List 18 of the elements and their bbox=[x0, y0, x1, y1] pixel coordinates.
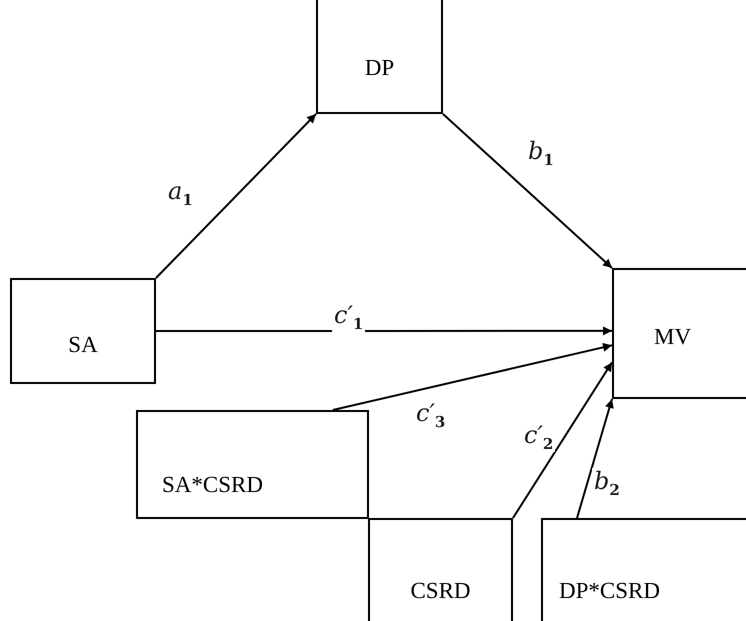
variable-name: MV bbox=[654, 324, 692, 350]
arrow bbox=[332, 342, 612, 411]
arrow bbox=[576, 398, 614, 518]
variable-box bbox=[316, 0, 443, 114]
variable-box bbox=[541, 518, 746, 621]
variable-name: SA*CSRD bbox=[162, 472, 263, 498]
variable-name: DP*CSRD bbox=[559, 578, 660, 604]
arrow bbox=[155, 113, 317, 279]
variable-name: SA bbox=[68, 332, 98, 358]
variable-box bbox=[612, 268, 746, 399]
variable-name: CSRD bbox=[410, 578, 471, 604]
arrow bbox=[512, 362, 613, 519]
arrow bbox=[156, 326, 612, 336]
variable-box bbox=[136, 410, 369, 519]
variable-box bbox=[10, 278, 156, 384]
variable-box bbox=[368, 518, 513, 621]
arrow bbox=[442, 113, 613, 269]
variable-name: DP bbox=[364, 55, 394, 81]
